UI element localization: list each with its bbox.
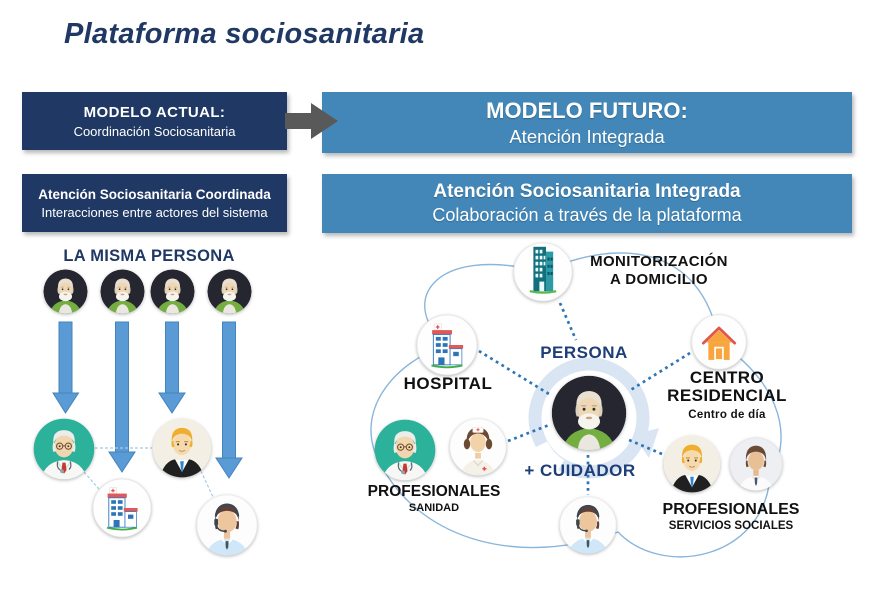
caregiver-label: + CUIDADOR (524, 461, 636, 480)
monitoring-label: MONITORIZACIÓN A DOMICILIO (590, 253, 728, 288)
hospital-icon (416, 314, 478, 376)
call-agent-avatar-left (196, 494, 258, 556)
future-detail-subtitle: Colaboración a través de la plataforma (432, 205, 742, 225)
coordination-links (83, 447, 214, 498)
nurse-icon (449, 418, 507, 476)
elderly-man-icon (150, 269, 195, 314)
call-agent-icon (196, 494, 258, 556)
page-title: Plataforma sociosanitaria (64, 18, 425, 50)
social-professionals-label: PROFESIONALES SERVICIOS SOCIALES (662, 501, 800, 532)
future-model-title: MODELO FUTURO: (486, 97, 688, 123)
future-model-box: MODELO FUTURO: Atención Integrada (322, 92, 852, 153)
elderly-person-avatar-3 (150, 269, 195, 314)
residential-center-node (691, 314, 747, 370)
platform-links (478, 302, 691, 495)
nurse-avatar (449, 418, 507, 476)
flow-arrows (52, 321, 243, 479)
same-person-heading: LA MISMA PERSONA (63, 247, 235, 265)
businessman-icon (152, 418, 212, 478)
call-agent-icon (559, 496, 617, 554)
future-detail-box: Atención Sociosanitaria Integrada Colabo… (322, 174, 852, 233)
doctor-avatar-left (33, 418, 95, 480)
hospital-node-right (416, 314, 478, 376)
businessman-avatar-right (663, 435, 721, 493)
future-detail-title: Atención Sociosanitaria Integrada (433, 181, 741, 202)
hospital-label: HOSPITAL (403, 374, 493, 393)
doctor-avatar-right (374, 419, 436, 481)
elderly-person-avatar-4 (207, 269, 252, 314)
monitoring-node (513, 242, 573, 302)
current-model-subtitle: Coordinación Sociosanitaria (73, 123, 236, 139)
health-professionals-label: PROFESIONALES SANIDAD (367, 483, 501, 515)
elderly-person-avatar-2 (100, 269, 145, 314)
businessman-avatar-left (152, 418, 212, 478)
central-person-avatar (551, 375, 627, 451)
residential-center-label: CENTRO RESIDENCIAL Centro de día (667, 368, 787, 421)
building-icon (513, 242, 573, 302)
persona-label: PERSONA (540, 343, 628, 362)
cycle-arrow-icon (528, 357, 650, 479)
hospital-icon (92, 478, 152, 538)
future-model-subtitle: Atención Integrada (509, 125, 665, 147)
doctor-icon (374, 419, 436, 481)
transition-arrow-icon (285, 103, 338, 139)
elderly-man-icon (207, 269, 252, 314)
social-worker-avatar (729, 437, 783, 491)
elderly-man-icon (100, 269, 145, 314)
current-detail-title: Atención Sociosanitaria Coordinada (38, 186, 271, 202)
house-icon (691, 314, 747, 370)
hospital-node-left (92, 478, 152, 538)
current-model-title: MODELO ACTUAL: (83, 103, 226, 121)
elderly-person-avatar-1 (43, 269, 88, 314)
current-detail-subtitle: Interacciones entre actores del sistema (41, 204, 268, 220)
elderly-man-icon (43, 269, 88, 314)
call-agent-avatar-right (559, 496, 617, 554)
current-model-box: MODELO ACTUAL: Coordinación Sociosanitar… (22, 92, 287, 150)
elderly-man-icon (551, 375, 627, 451)
doctor-icon (33, 418, 95, 480)
current-detail-box: Atención Sociosanitaria Coordinada Inter… (22, 174, 287, 232)
businessman-icon (663, 435, 721, 493)
social-worker-icon (729, 437, 783, 491)
